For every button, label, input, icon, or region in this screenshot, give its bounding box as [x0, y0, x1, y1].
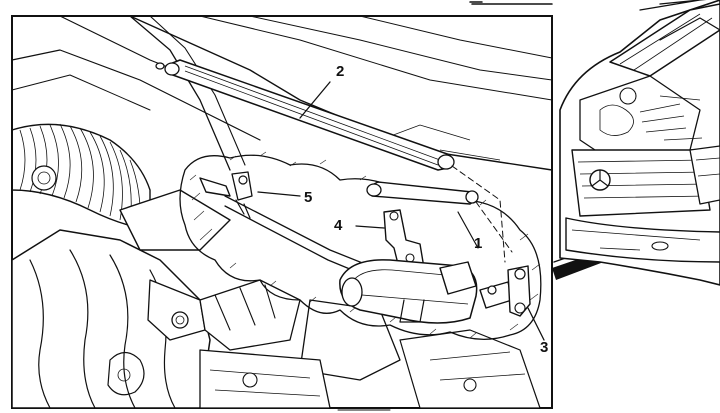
callout-1: 1	[474, 235, 482, 252]
vehicle-front-inset	[559, 0, 720, 286]
callout-4: 4	[334, 217, 343, 234]
wiper-motor-assembly	[339, 259, 545, 341]
callout-5: 5	[304, 189, 312, 206]
engine-bay-components	[199, 279, 541, 409]
callout-2: 2	[336, 63, 344, 80]
detail-view: 1 2 3 4 5	[11, 1, 553, 409]
wiper-linkage-rod-1	[366, 165, 513, 263]
cutaway-region	[179, 151, 542, 340]
callout-3: 3	[540, 339, 548, 356]
wiper-linkage-rod-2	[155, 59, 455, 171]
engine-manifold	[11, 189, 231, 409]
